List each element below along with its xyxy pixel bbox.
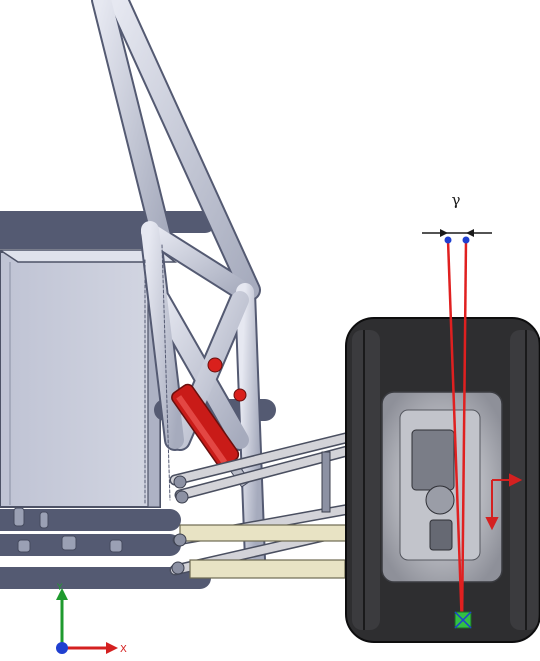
lower-brackets bbox=[13, 507, 123, 553]
measure-point-left[interactable] bbox=[444, 236, 452, 244]
camber-measurement[interactable]: γ bbox=[422, 191, 492, 629]
coordinate-triad[interactable]: Y X bbox=[56, 583, 127, 655]
chassis-frame[interactable] bbox=[0, 0, 276, 589]
contact-patch-marker[interactable] bbox=[454, 611, 472, 629]
wheel-rim bbox=[381, 391, 503, 583]
measure-point-right[interactable] bbox=[462, 236, 470, 244]
wheel-assembly[interactable] bbox=[345, 317, 540, 643]
control-arms[interactable] bbox=[169, 426, 378, 579]
axis-x-label: X bbox=[120, 644, 127, 655]
axis-y-label: Y bbox=[56, 583, 63, 593]
hub-direction-arrows bbox=[485, 473, 523, 531]
side-panel bbox=[0, 249, 178, 508]
camber-angle-label: γ bbox=[452, 191, 461, 209]
roll-hoop-tubes bbox=[0, 0, 276, 589]
